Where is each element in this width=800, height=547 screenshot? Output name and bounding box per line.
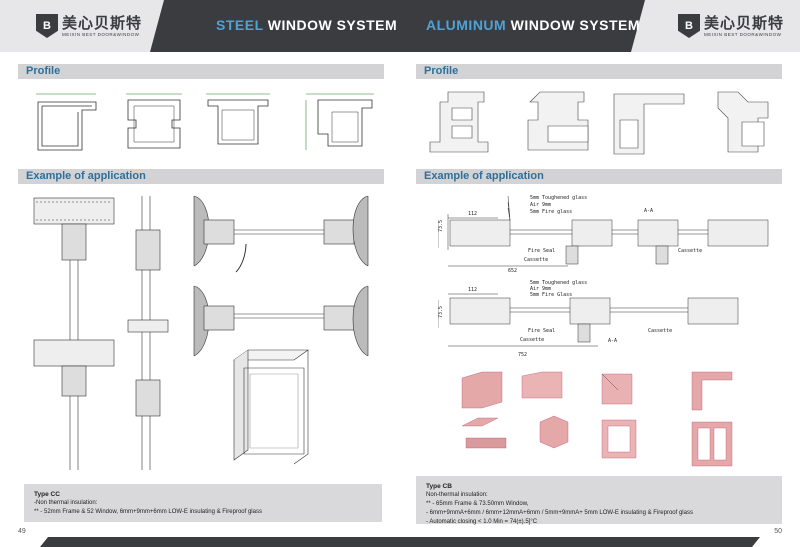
right-note-box: Type CB Non-thermal insulation: ** - 65m… [416,476,782,525]
left-header-dark-band [150,0,400,52]
label-fire1: 5mm Fire glass [530,209,572,215]
left-note-line1: -Non thermal insulation: [34,500,98,506]
left-note-box: Type CC -Non thermal insulation: ** - 52… [24,484,382,522]
aluminum-section-drawing: 5mm Toughened glass Air 9mm 5mm Fire gla… [438,190,786,360]
left-section-profile: Profile [18,64,384,79]
right-title-accent: ALUMINUM [426,17,507,33]
left-note-line2: ** - 52mm Frame & 52 Window, 6mm+9mm+6mm… [34,509,262,515]
aluminum-profile-drawing [422,86,782,162]
left-header: B 美心贝斯特 MEIXIN BEST DOOR&WINDOW STEEL WI… [0,0,400,52]
aluminum-render-svg [461,371,733,467]
label-fire-seal1: Fire Seal [528,248,555,254]
label-dim-h1: 73.5 [438,220,444,232]
right-note-title: Type CB [426,483,452,490]
left-footer-band [40,537,400,547]
steel-profile-drawing [22,84,382,162]
left-title-accent: STEEL [216,17,264,33]
label-cassette1b: Cassette [678,248,702,254]
right-header-dark-band [400,0,645,52]
right-section-application: Example of application [416,169,782,184]
steel-profile-svg [36,93,374,151]
label-air2: Air 9mm [530,286,551,292]
label-cassette2b: Cassette [648,328,672,334]
left-system-title: STEEL WINDOW SYSTEM [216,17,397,33]
left-page-number: 49 [18,528,26,535]
steel-application-svg [33,195,369,470]
label-glass1: 5mm Toughened glass [530,195,587,201]
label-width1: 652 [508,268,517,274]
left-section-application: Example of application [18,169,384,184]
right-logo: B 美心贝斯特 MEIXIN BEST DOOR&WINDOW [678,14,784,38]
right-section-profile: Profile [416,64,782,79]
right-system-title: ALUMINUM WINDOW SYSTEM [426,17,640,33]
label-fire2: 5mm Fire Glass [530,292,572,298]
right-note-line4: - Automatic closing < 1.0 Min = 74(±).5]… [426,519,538,525]
logo-name-cn-right: 美心贝斯特 [704,14,785,32]
aluminum-render-samples [452,368,782,470]
label-section1: A-A [644,208,653,214]
label-dim-h2: 73.5 [438,306,444,318]
label-width2: 752 [518,352,527,358]
label-dim1: 112 [468,211,477,217]
label-fire-seal2: Fire Seal [528,328,555,334]
left-note-title: Type CC [34,491,60,498]
right-header: ALUMINUM WINDOW SYSTEM B 美心贝斯特 MEIXIN BE… [400,0,800,52]
logo-name-en: MEIXIN BEST DOOR&WINDOW [62,31,140,37]
right-footer-band [400,537,760,547]
left-title-rest: WINDOW SYSTEM [263,17,398,33]
steel-application-drawing [24,190,384,472]
left-page: B 美心贝斯特 MEIXIN BEST DOOR&WINDOW STEEL WI… [0,0,400,547]
right-page-number: 50 [774,528,782,535]
left-logo: B 美心贝斯特 MEIXIN BEST DOOR&WINDOW [36,14,142,38]
logo-name-en-right: MEIXIN BEST DOOR&WINDOW [704,31,782,37]
right-note-line3: - 6mm+9mmA+6mm / 6mm+12mmA+6mm / 5mm+9mm… [426,510,693,516]
label-cassette2: Cassette [520,337,544,343]
right-note-line2: ** - 65mm Frame & 73.50mm Window, [426,501,529,507]
label-glass2: 5mm Toughened glass [530,280,587,286]
right-title-rest: WINDOW SYSTEM [506,17,640,33]
logo-shield-icon: B [36,14,58,38]
label-dim2: 112 [468,287,477,293]
label-section2: A-A [608,338,617,344]
logo-shield-icon-right: B [678,14,700,38]
label-air1: Air 9mm [530,202,551,208]
logo-name-cn: 美心贝斯特 [62,14,143,32]
aluminum-profile-svg [429,91,769,155]
aluminum-section-svg: 5mm Toughened glass Air 9mm 5mm Fire gla… [438,195,769,358]
label-cassette1: Cassette [524,257,548,263]
right-note-line1: Non-thermal insulation: [426,492,488,498]
right-page: ALUMINUM WINDOW SYSTEM B 美心贝斯特 MEIXIN BE… [400,0,800,547]
